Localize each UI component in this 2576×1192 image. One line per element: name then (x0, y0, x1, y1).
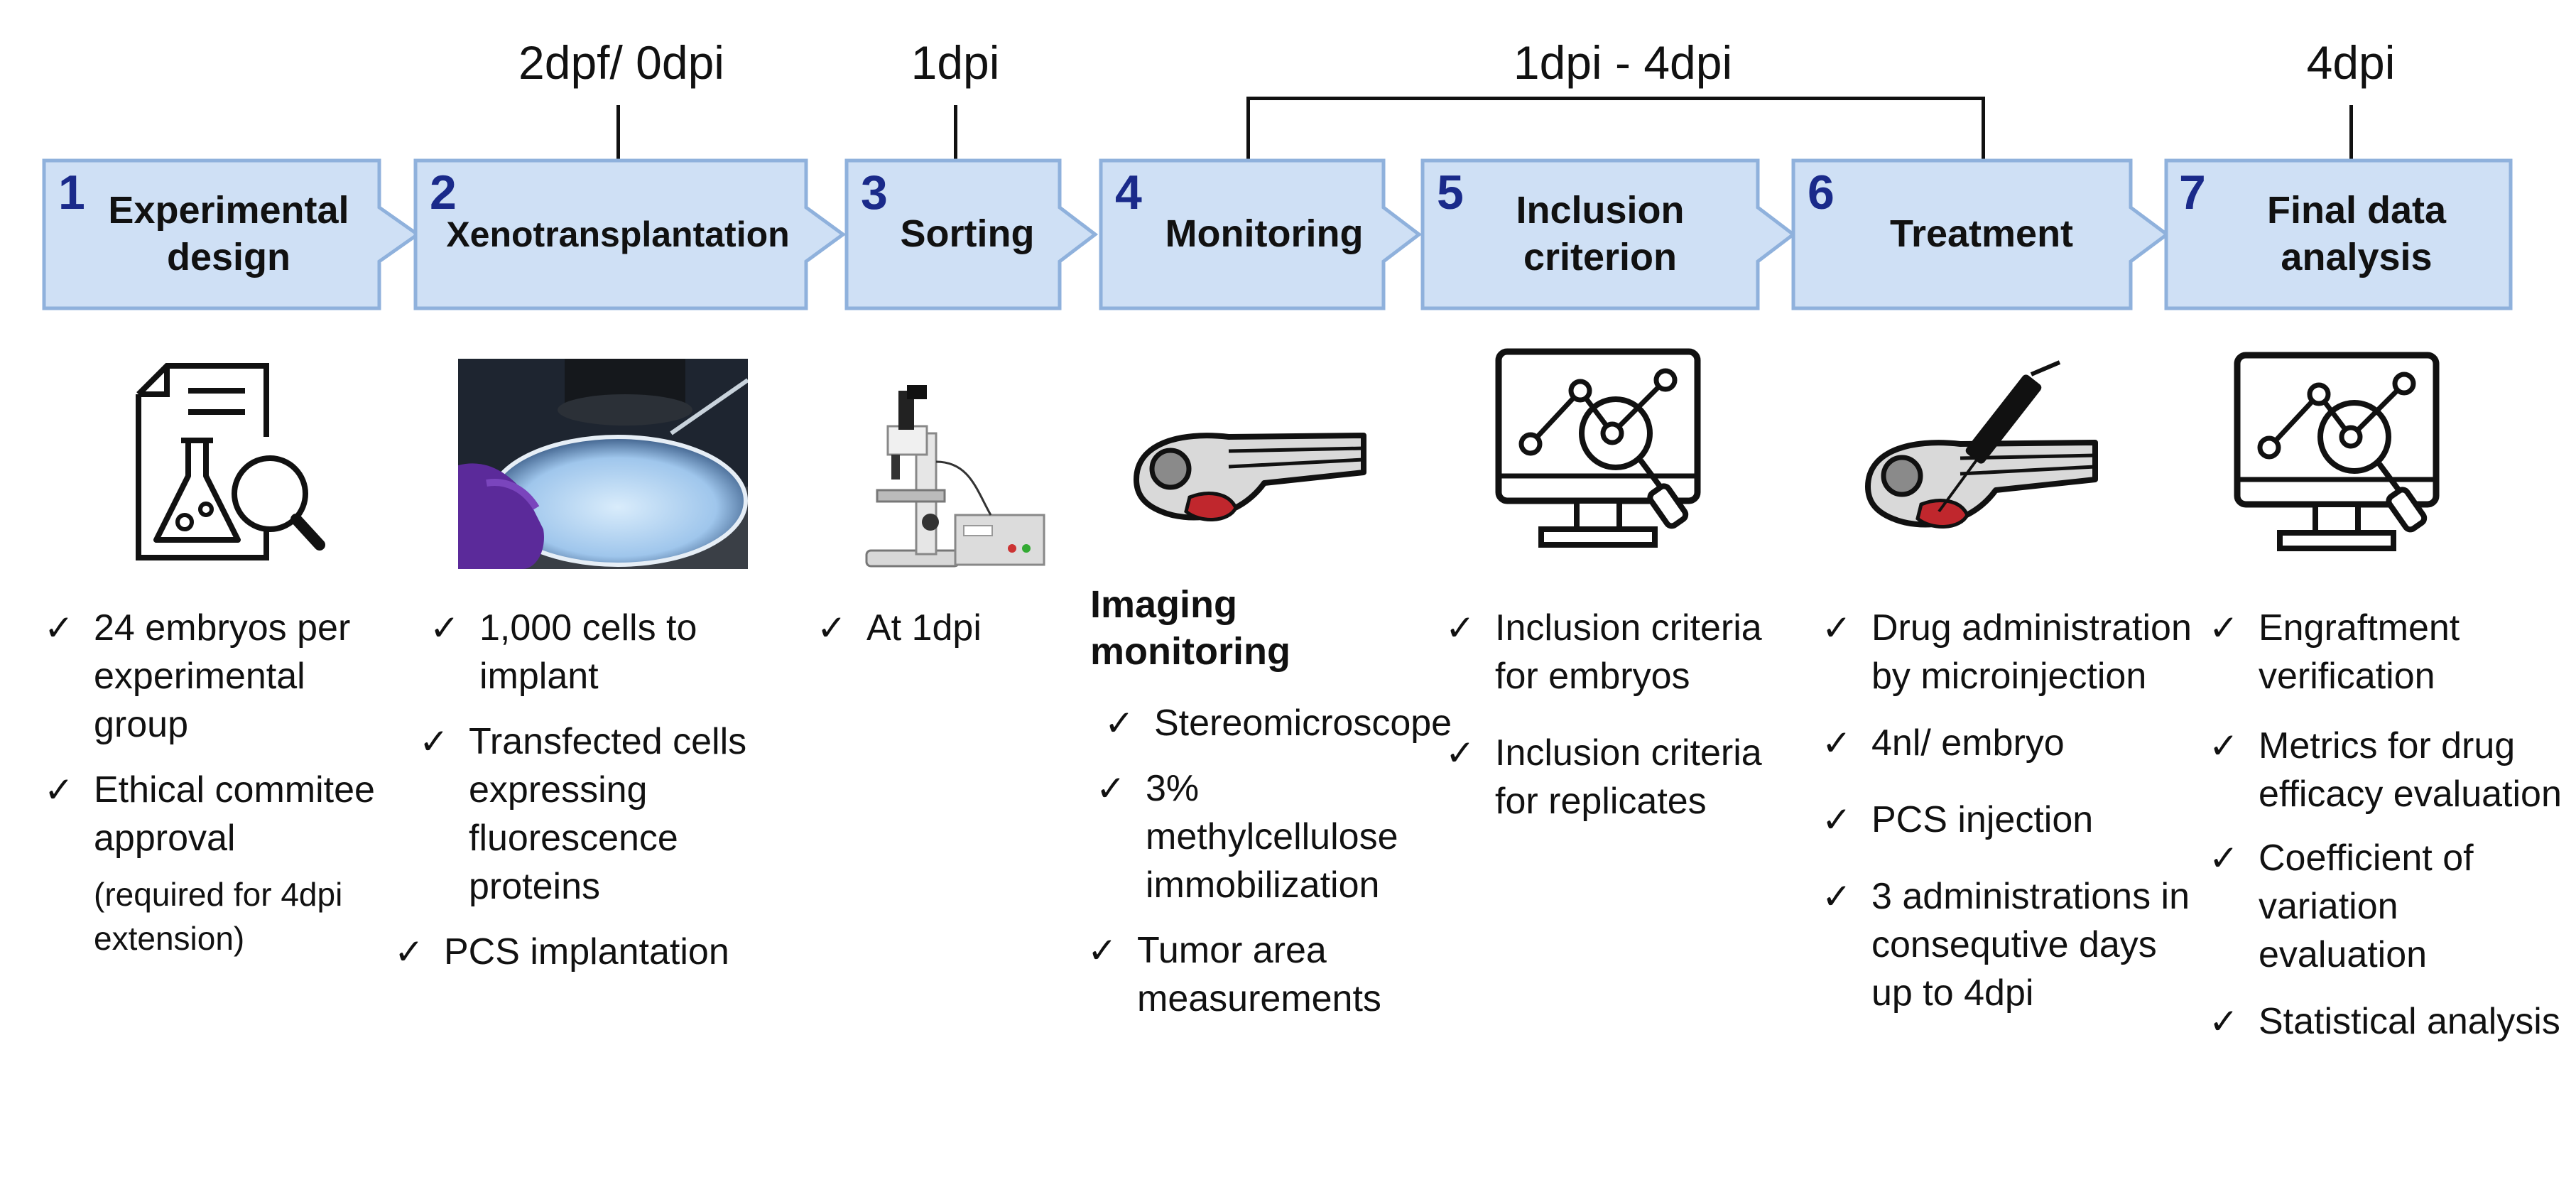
step-7-title: Final data analysis (2266, 189, 2447, 278)
step-4-number: 4 (1115, 166, 1142, 220)
step-4-title: Monitoring (1165, 212, 1364, 256)
list-item: ✓24 embryos per experimental group (44, 604, 378, 749)
zebrafish-larva-icon (1122, 423, 1371, 551)
step-2-title: Xenotransplantation (446, 214, 790, 254)
step-1-number: 1 (58, 166, 85, 220)
checkmark-icon: ✓ (1822, 723, 1852, 763)
list-item: ✓Engraftment verification (2209, 604, 2564, 700)
step-1-list: ✓24 embryos per experimental group ✓Ethi… (44, 604, 378, 960)
checkmark-icon: ✓ (1445, 608, 1475, 648)
list-item: ✓Ethical commitee approval (44, 766, 378, 862)
checkmark-icon: ✓ (1104, 703, 1134, 743)
checkmark-icon: ✓ (2209, 726, 2239, 766)
list-item: ✓Inclusion criteria for embryos (1445, 604, 1800, 700)
step-3-list: ✓At 1dpi (817, 604, 1072, 669)
checkmark-icon: ✓ (44, 770, 74, 810)
step-1-title: Experimental design (108, 189, 349, 278)
list-item: ✓Stereomicroscope (1104, 699, 1452, 747)
step-2-list: ✓1,000 cells to implant ✓Transfected cel… (394, 604, 817, 993)
step-6-arrow: 6 Treatment (1791, 158, 2170, 311)
list-item: ✓PCS injection (1822, 796, 2198, 844)
list-item: ✓1,000 cells to implant (430, 604, 817, 700)
checkmark-icon: ✓ (419, 722, 449, 762)
list-item: ✓At 1dpi (817, 604, 1072, 652)
step-4-list: Imaging monitoring ✓Stereomicroscope ✓3%… (1033, 581, 1452, 1040)
checkmark-icon: ✓ (1822, 877, 1852, 916)
step-1-arrow: 1 Experimental design (42, 158, 421, 311)
step-7-box: 7 Final data analysis (2164, 158, 2513, 311)
timepoint-connector (616, 105, 620, 162)
zebrafish-injection-icon (1854, 359, 2102, 565)
step-3-title: Sorting (900, 212, 1035, 256)
timepoint-4dpi: 4dpi (2306, 36, 2396, 89)
list-item: ✓Coefficient of variation evaluation (2209, 834, 2564, 979)
document-flask-magnifier-icon (117, 352, 330, 575)
step-5-list: ✓Inclusion criteria for embryos ✓Inclusi… (1445, 604, 1800, 842)
step-2-arrow: 2 Xenotransplantation (413, 158, 847, 311)
checkmark-icon: ✓ (817, 608, 847, 648)
step-2-number: 2 (430, 166, 457, 220)
step-6-number: 6 (1808, 166, 1835, 220)
list-item: ✓Inclusion criteria for replicates (1445, 729, 1800, 825)
checkmark-icon: ✓ (1445, 733, 1475, 773)
timepoint-range-1-4dpi: 1dpi - 4dpi (1513, 36, 1733, 89)
checkmark-icon: ✓ (1087, 931, 1117, 970)
monitor-analytics-icon (1488, 341, 1708, 568)
checkmark-icon: ✓ (44, 608, 74, 648)
list-item: ✓Transfected cells expressing fluorescen… (419, 717, 817, 911)
timepoint-1dpi: 1dpi (911, 36, 1000, 89)
checkmark-icon: ✓ (1096, 769, 1126, 808)
ethics-note: (required for 4dpi extension) (94, 876, 343, 957)
timepoint-2dpf-0dpi: 2dpf/ 0dpi (518, 36, 724, 89)
checkmark-icon: ✓ (2209, 838, 2239, 878)
list-item: ✓Metrics for drug efficacy evaluation (2209, 722, 2564, 818)
step-4-arrow: 4 Monitoring (1099, 158, 1423, 311)
timepoint-connector (2349, 105, 2353, 163)
checkmark-icon: ✓ (1822, 608, 1852, 648)
imaging-monitoring-heading: Imaging monitoring (1090, 583, 1290, 673)
list-item: ✓3% methylcellulose immobilization (1096, 764, 1431, 909)
step-7-number: 7 (2179, 166, 2206, 220)
step-5-arrow: 5 Inclusion criterion (1420, 158, 1797, 311)
checkmark-icon: ✓ (1822, 800, 1852, 840)
step-6-title: Treatment (1889, 212, 2074, 256)
step-3-number: 3 (861, 166, 888, 220)
monitor-analytics-icon (2227, 345, 2447, 572)
checkmark-icon: ✓ (394, 932, 424, 972)
xenotransplantation-photo (458, 359, 749, 569)
microscope-icon (849, 384, 1048, 575)
checkmark-icon: ✓ (430, 608, 460, 648)
step-6-list: ✓Drug administration by microinjection ✓… (1822, 604, 2198, 1034)
list-item: ✓4nl/ embryo (1822, 719, 2198, 767)
range-bracket (1246, 97, 1985, 166)
step-5-number: 5 (1437, 166, 1464, 220)
list-item: ✓Tumor area measurements (1087, 926, 1431, 1023)
list-item: ✓Drug administration by microinjection (1822, 604, 2198, 700)
list-item: ✓Statistical analysis (2209, 997, 2564, 1046)
timepoint-connector (954, 105, 957, 162)
step-7-list: ✓Engraftment verification ✓Metrics for d… (2209, 604, 2564, 1063)
checkmark-icon: ✓ (2209, 1002, 2239, 1041)
checkmark-icon: ✓ (2209, 608, 2239, 648)
list-item: ✓PCS implantation (394, 928, 817, 976)
list-item: ✓3 administrations in consequtive days u… (1822, 872, 2198, 1017)
step-3-arrow: 3 Sorting (844, 158, 1099, 311)
step-5-title: Inclusion criterion (1516, 189, 1685, 278)
